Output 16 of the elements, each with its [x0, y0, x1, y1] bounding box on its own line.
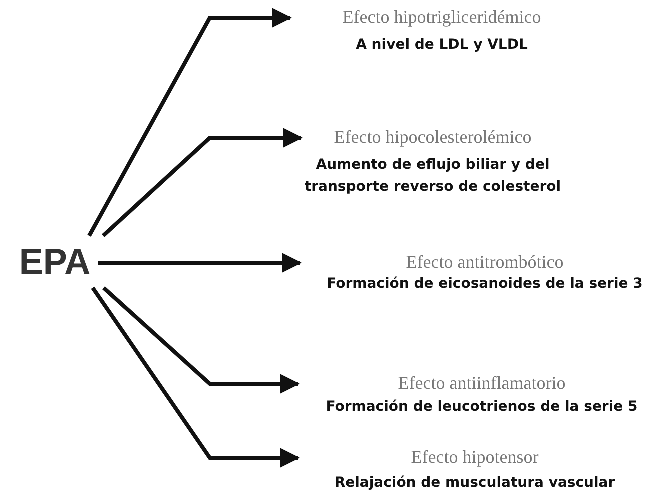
arrow — [102, 286, 300, 394]
effect-description: Aumento de eflujo biliar y del transporte reverso de colesterol — [304, 156, 562, 197]
effect-description: Formación de eicosanoides de la serie 3 — [327, 275, 643, 294]
effect-title: Efecto hipocolesterolémico — [334, 126, 532, 148]
effect-description: A nivel de LDL y VLDL — [356, 36, 528, 55]
arrow — [91, 286, 300, 468]
effect-title: Efecto hipotrigliceridémico — [342, 6, 542, 28]
arrow — [98, 253, 302, 273]
effect-description: Formación de leucotrienos de la serie 5 — [326, 398, 638, 417]
effect-title: Efecto antitrombótico — [406, 251, 564, 273]
arrow — [88, 8, 292, 237]
arrow — [102, 128, 303, 238]
effect-title: Efecto antiinflamatorio — [398, 372, 566, 394]
effect-description: Relajación de musculatura vascular — [334, 474, 616, 493]
source-label: EPA — [12, 242, 98, 282]
effect-title: Efecto hipotensor — [411, 446, 539, 468]
